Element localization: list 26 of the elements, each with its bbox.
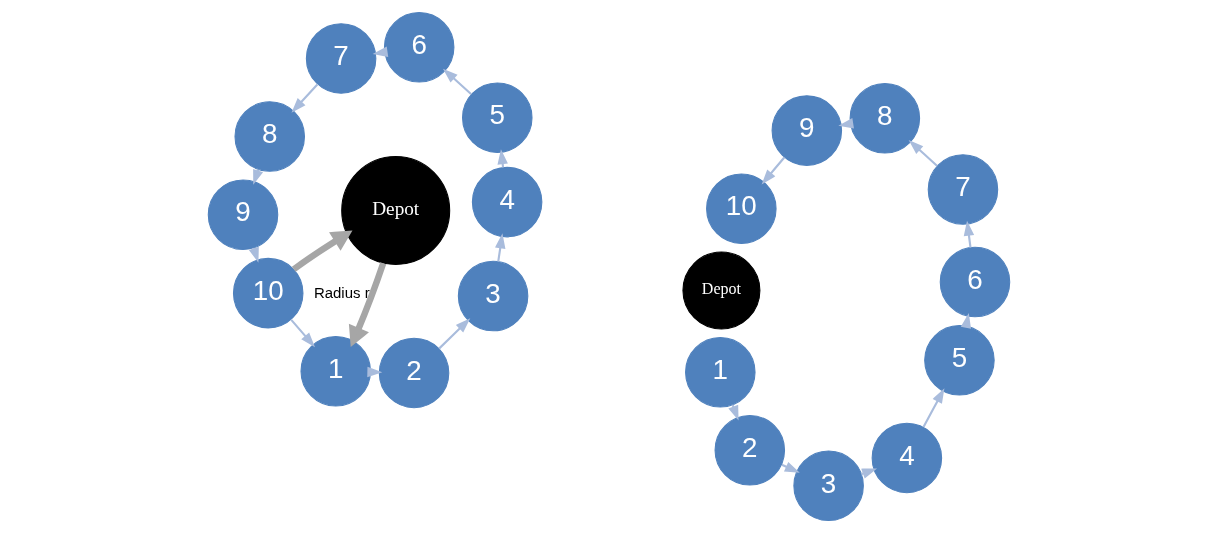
- node-circle: 7: [927, 154, 998, 225]
- arrow: [494, 233, 505, 262]
- node-circle: 10: [232, 257, 303, 329]
- node-circle: 5: [461, 82, 533, 153]
- node-circle: 4: [871, 422, 942, 494]
- arrow: [922, 388, 944, 428]
- node-circle: 6: [939, 246, 1010, 318]
- arrow: [290, 83, 318, 113]
- arrow: [348, 262, 386, 348]
- arrow: [442, 68, 472, 95]
- edge-label: Radius r: [313, 284, 370, 302]
- arrow: [291, 230, 352, 272]
- node-circle: 9: [771, 95, 842, 166]
- arrow: [289, 318, 315, 348]
- arrow: [963, 220, 974, 248]
- node-circle: Depot: [340, 156, 450, 266]
- arrow: [437, 318, 470, 350]
- arrow: [366, 366, 382, 378]
- arrow: [761, 156, 785, 185]
- node-circle: 10: [705, 173, 777, 244]
- arrow: [908, 139, 938, 167]
- node-circle: 4: [471, 166, 542, 238]
- node-circle: 2: [378, 337, 449, 409]
- node-circle: Depot: [681, 251, 760, 330]
- arrow: [780, 461, 800, 473]
- node-circle: 7: [305, 23, 376, 94]
